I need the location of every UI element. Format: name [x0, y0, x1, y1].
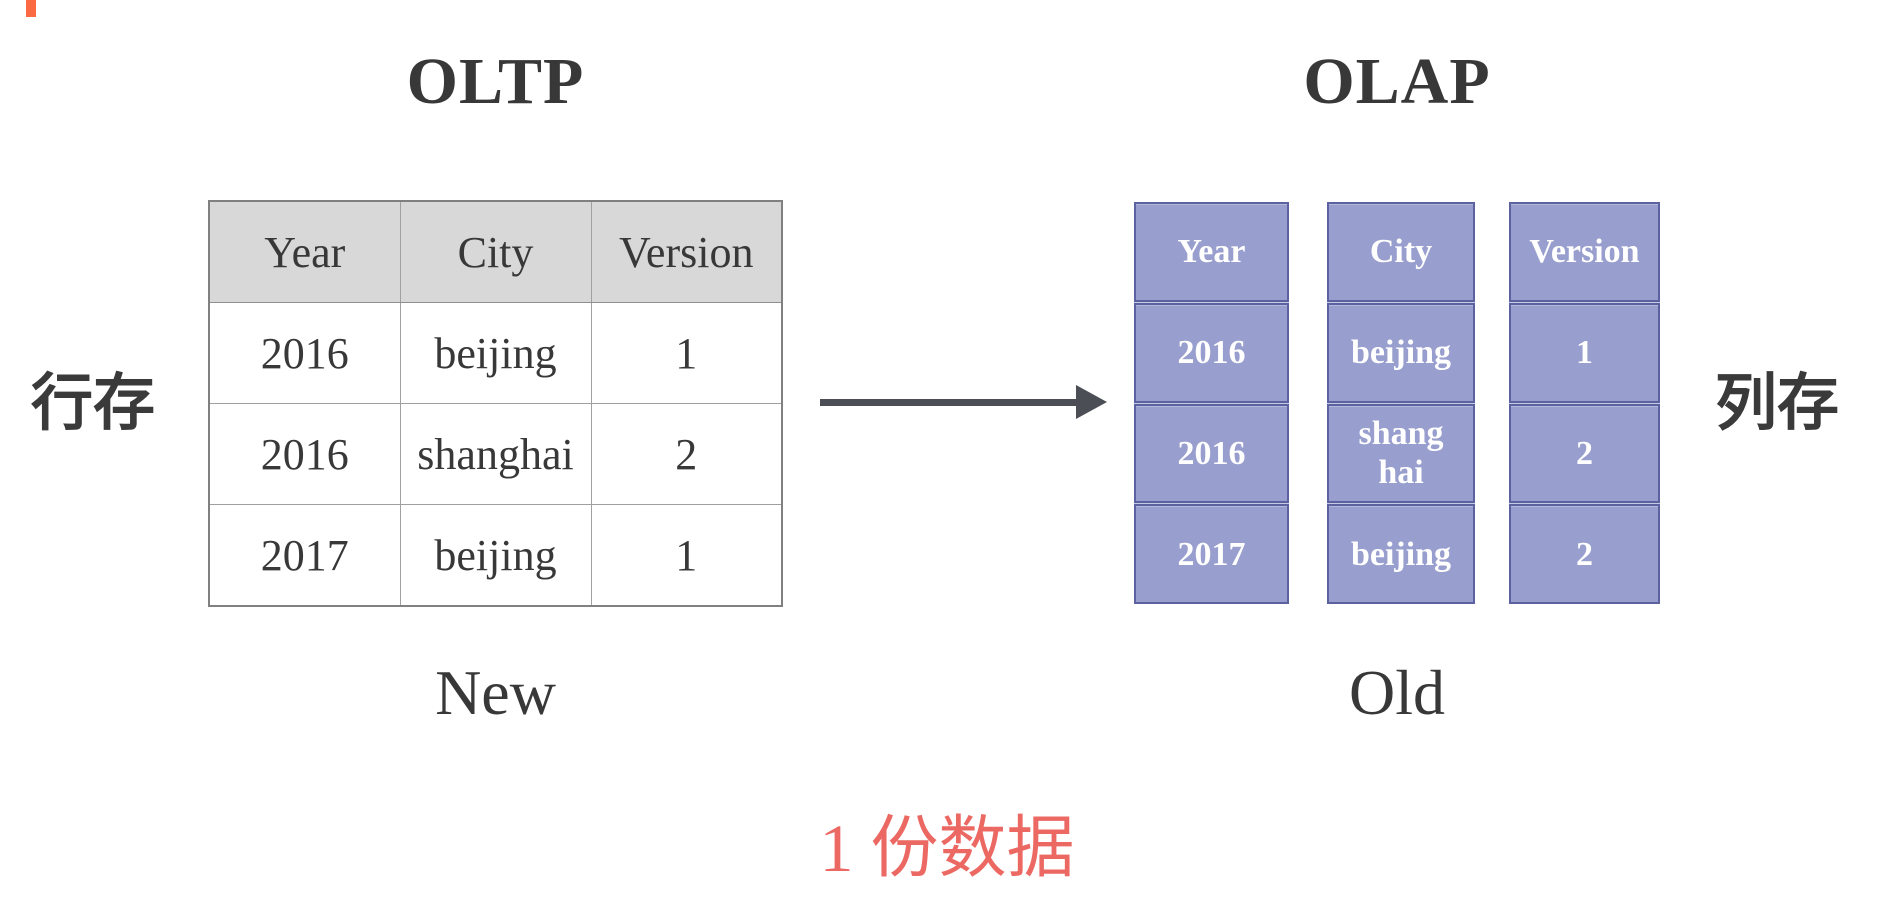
- olap-value-cell: 2016: [1134, 302, 1289, 403]
- transform-arrow-line: [820, 399, 1078, 406]
- oltp-table-cell: 2016: [208, 403, 401, 505]
- olap-value-cell: 2017: [1134, 504, 1289, 604]
- oltp-header-cell: Version: [590, 200, 783, 303]
- olap-value-cell: 1: [1509, 302, 1660, 403]
- oltp-header-cell: City: [399, 200, 592, 303]
- olap-title: OLAP: [1303, 45, 1491, 118]
- oltp-table-cell: 2: [590, 403, 783, 505]
- olap-value-cell: beijing: [1327, 302, 1475, 403]
- olap-value-cell: 2: [1509, 504, 1660, 604]
- oltp-table-cell: beijing: [399, 302, 592, 404]
- oltp-table-cell: 2016: [208, 302, 401, 404]
- olap-value-cell: beijing: [1327, 504, 1475, 604]
- olap-header-cell: City: [1327, 202, 1475, 302]
- column-store-label: 列存: [1714, 370, 1839, 438]
- olap-value-cell: 2016: [1134, 403, 1289, 504]
- oltp-table-cell: beijing: [399, 504, 592, 607]
- olap-header-cell: Year: [1134, 202, 1289, 302]
- transform-arrow-head-icon: [1076, 385, 1107, 419]
- oltp-title: OLTP: [406, 45, 585, 118]
- olap-value-cell: 2: [1509, 403, 1660, 504]
- row-store-label: 行存: [30, 370, 155, 438]
- old-label: Old: [1349, 657, 1445, 728]
- oltp-table-cell: shanghai: [399, 403, 592, 505]
- oltp-table-cell: 1: [590, 504, 783, 607]
- oltp-table-cell: 2017: [208, 504, 401, 607]
- oltp-header-cell: Year: [208, 200, 401, 303]
- one-copy-of-data-label: 1 份数据: [819, 810, 1075, 886]
- olap-header-cell: Version: [1509, 202, 1660, 302]
- olap-value-cell: shang hai: [1327, 403, 1475, 504]
- new-label: New: [435, 657, 556, 728]
- slide-accent-bar: [26, 0, 36, 17]
- oltp-table-cell: 1: [590, 302, 783, 404]
